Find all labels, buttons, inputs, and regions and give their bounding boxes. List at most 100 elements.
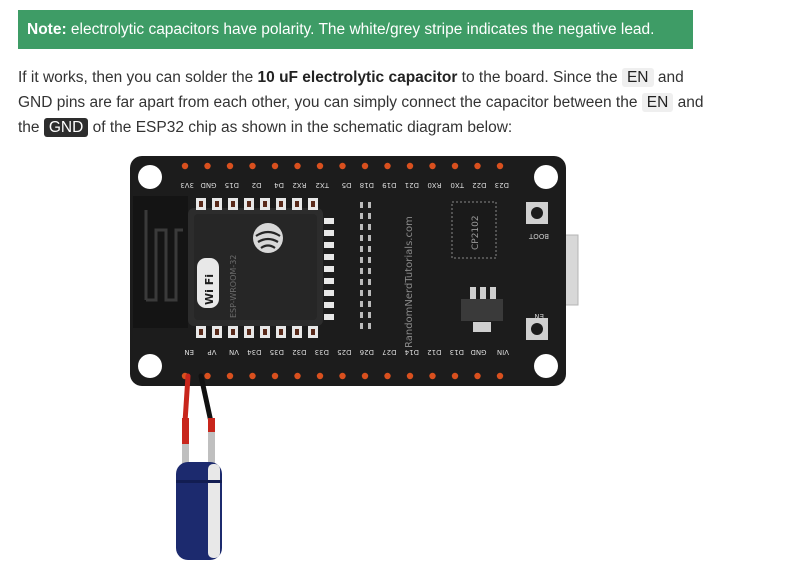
module-label: ESP-WROOM-32 bbox=[229, 255, 238, 318]
module-pad-hole bbox=[295, 201, 299, 207]
smd-component bbox=[368, 246, 371, 252]
smd-component bbox=[360, 279, 363, 285]
note-banner: Note: electrolytic capacitors have polar… bbox=[18, 10, 693, 49]
pin-label: GND bbox=[470, 348, 486, 356]
antenna-area bbox=[133, 196, 188, 328]
header-pin bbox=[496, 372, 504, 380]
header-pin bbox=[316, 162, 324, 170]
capacitor-negative-stripe bbox=[208, 464, 220, 558]
header-pin bbox=[294, 162, 301, 170]
pin-label: D2 bbox=[252, 181, 262, 189]
header-pin bbox=[181, 162, 189, 170]
header-pin bbox=[429, 372, 436, 380]
pin-label: TX0 bbox=[450, 181, 465, 189]
pin-label: D14 bbox=[404, 348, 419, 356]
smd-component bbox=[368, 279, 371, 285]
pin-label: D25 bbox=[337, 348, 351, 356]
usb-uart-chip bbox=[451, 201, 497, 259]
smd-component bbox=[368, 268, 371, 274]
header-pin bbox=[451, 162, 459, 170]
pin-label: 3V3 bbox=[180, 181, 194, 189]
module-pad-hole bbox=[231, 329, 235, 335]
black-wire bbox=[198, 373, 214, 425]
module-pad-hole bbox=[311, 201, 315, 207]
header-pin bbox=[429, 162, 436, 170]
en-code-1: EN bbox=[621, 68, 654, 87]
note-label: Note: bbox=[27, 21, 67, 38]
smd-component bbox=[368, 202, 371, 208]
module-pads bbox=[196, 198, 334, 338]
pin-label: VIN bbox=[497, 348, 509, 356]
smd-component bbox=[368, 301, 371, 307]
passive-components bbox=[360, 202, 371, 329]
smd-component bbox=[360, 257, 363, 263]
smd-component bbox=[360, 312, 363, 318]
smd-component bbox=[368, 213, 371, 219]
pin-label: GND bbox=[200, 181, 216, 189]
pin-label: D35 bbox=[270, 348, 284, 356]
header-pin bbox=[316, 372, 324, 380]
pin-label: D13 bbox=[450, 348, 464, 356]
module-pad-hole bbox=[199, 201, 203, 207]
regulator-pin bbox=[470, 287, 476, 299]
en-label: EN bbox=[534, 312, 544, 320]
instruction-paragraph: If it works, then you can solder the 10 … bbox=[18, 65, 708, 140]
para-text-1: If it works, then you can solder the bbox=[18, 69, 258, 86]
header-pin bbox=[406, 162, 414, 170]
mount-hole bbox=[534, 165, 558, 189]
para-text-4: and the bbox=[18, 94, 704, 136]
module-pad bbox=[324, 230, 334, 236]
header-pin bbox=[226, 372, 234, 380]
note-text: electrolytic capacitors have polarity. T… bbox=[66, 21, 655, 38]
regulator-tab bbox=[473, 322, 491, 332]
module-pad bbox=[324, 254, 334, 260]
smd-component bbox=[360, 213, 363, 219]
para-text-2: to the board. Since the bbox=[457, 69, 622, 86]
header-pin bbox=[361, 162, 369, 170]
pin-label: D21 bbox=[405, 181, 419, 189]
mount-hole bbox=[138, 165, 162, 189]
en-button-cap[interactable] bbox=[531, 323, 543, 335]
mount-hole bbox=[138, 354, 162, 378]
module-pad-hole bbox=[199, 329, 203, 335]
capacitor-highlight: 10 uF electrolytic capacitor bbox=[257, 69, 458, 86]
para-text-3: and GND pins are far apart from each oth… bbox=[18, 69, 684, 111]
header-pin bbox=[384, 372, 391, 380]
pin-label: D4 bbox=[274, 181, 284, 189]
smd-component bbox=[368, 290, 371, 296]
smd-component bbox=[368, 323, 371, 329]
capacitor-groove bbox=[176, 480, 222, 483]
module-pad bbox=[324, 242, 334, 248]
voltage-regulator bbox=[461, 299, 503, 321]
pin-label: D33 bbox=[315, 348, 329, 356]
module-pad bbox=[324, 266, 334, 272]
pin-label: D34 bbox=[247, 348, 262, 356]
header-pin bbox=[204, 162, 211, 170]
capacitor-lead-red bbox=[208, 418, 215, 432]
module-shield bbox=[194, 214, 317, 320]
module-pad bbox=[324, 314, 334, 320]
header-pin bbox=[226, 162, 234, 170]
pin-label: TX2 bbox=[315, 181, 330, 189]
capacitor-lead bbox=[208, 432, 215, 478]
module-pad-hole bbox=[295, 329, 299, 335]
smd-component bbox=[360, 268, 363, 274]
pin-label: VN bbox=[229, 348, 239, 356]
module-pad-hole bbox=[279, 329, 283, 335]
pin-label: D5 bbox=[342, 181, 352, 189]
module-pad-hole bbox=[215, 201, 219, 207]
module-pad-hole bbox=[231, 201, 235, 207]
boot-label: BOOT bbox=[528, 232, 549, 240]
header-pin bbox=[271, 162, 279, 170]
para-text-5: of the ESP32 chip as shown in the schema… bbox=[88, 119, 513, 136]
regulator-pin bbox=[480, 287, 486, 299]
smd-component bbox=[368, 312, 371, 318]
header-pin bbox=[474, 162, 481, 170]
boot-button-cap[interactable] bbox=[531, 207, 543, 219]
header-pin bbox=[451, 372, 459, 380]
module-pad bbox=[324, 290, 334, 296]
